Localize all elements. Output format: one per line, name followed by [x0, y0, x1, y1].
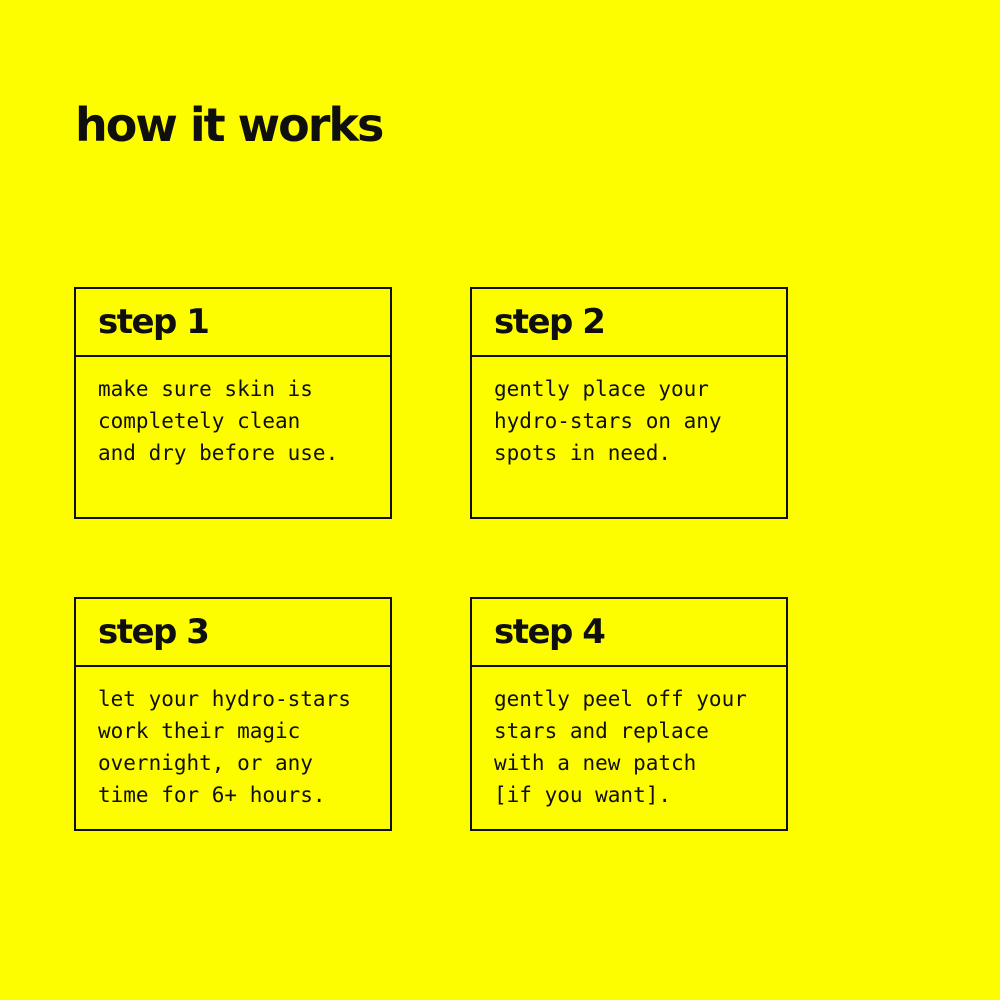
page-title: how it works	[75, 98, 384, 152]
step-card-4: step 4 gently peel off your stars and re…	[470, 597, 788, 831]
step-2-label: step 2	[494, 302, 606, 342]
step-4-description: gently peel off your stars and replace w…	[494, 687, 747, 807]
step-1-description: make sure skin is completely clean and d…	[98, 377, 339, 465]
step-card-4-body: gently peel off your stars and replace w…	[472, 667, 786, 829]
step-card-1-body: make sure skin is completely clean and d…	[76, 357, 390, 517]
step-4-label: step 4	[494, 612, 606, 652]
step-card-1-header: step 1	[76, 289, 390, 357]
step-3-label: step 3	[98, 612, 210, 652]
step-card-1: step 1 make sure skin is completely clea…	[74, 287, 392, 519]
step-card-3-header: step 3	[76, 599, 390, 667]
step-1-label: step 1	[98, 302, 210, 342]
step-card-3-body: let your hydro-stars work their magic ov…	[76, 667, 390, 829]
step-2-description: gently place your hydro-stars on any spo…	[494, 377, 722, 465]
step-card-4-header: step 4	[472, 599, 786, 667]
step-card-2-body: gently place your hydro-stars on any spo…	[472, 357, 786, 517]
step-card-2-header: step 2	[472, 289, 786, 357]
step-card-3: step 3 let your hydro-stars work their m…	[74, 597, 392, 831]
step-3-description: let your hydro-stars work their magic ov…	[98, 687, 351, 807]
step-card-2: step 2 gently place your hydro-stars on …	[470, 287, 788, 519]
